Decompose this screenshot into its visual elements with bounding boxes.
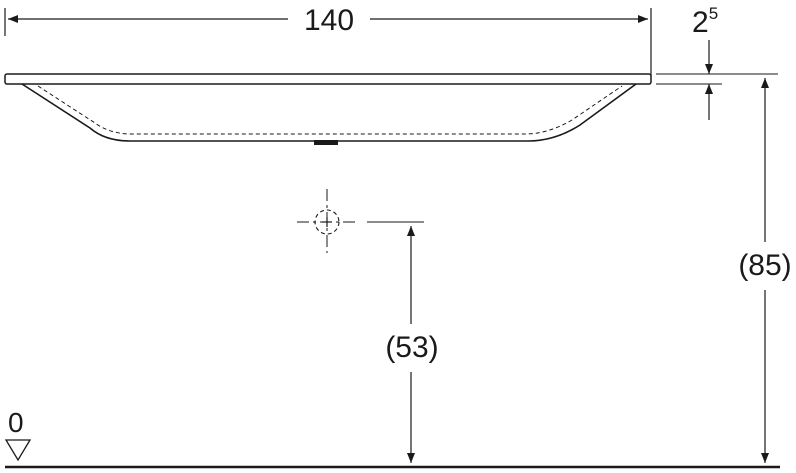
thickness-label: 25 bbox=[692, 4, 718, 39]
thickness-dimension: 25 bbox=[656, 4, 778, 120]
outlet-center-symbol bbox=[297, 189, 424, 253]
basin-profile bbox=[4, 73, 652, 145]
width-dimension: 140 bbox=[4, 4, 652, 76]
outlet-height-dimension: (53) bbox=[385, 226, 439, 463]
total-height-label: (85) bbox=[738, 249, 791, 282]
width-label: 140 bbox=[304, 4, 354, 37]
floor-level-label: 0 bbox=[8, 407, 24, 438]
total-height-dimension: (85) bbox=[738, 78, 792, 463]
drain-outlet bbox=[314, 140, 338, 145]
floor-level-triangle-icon bbox=[4, 439, 32, 462]
outlet-height-label: (53) bbox=[385, 331, 438, 364]
floor-level: 0 bbox=[4, 407, 780, 469]
